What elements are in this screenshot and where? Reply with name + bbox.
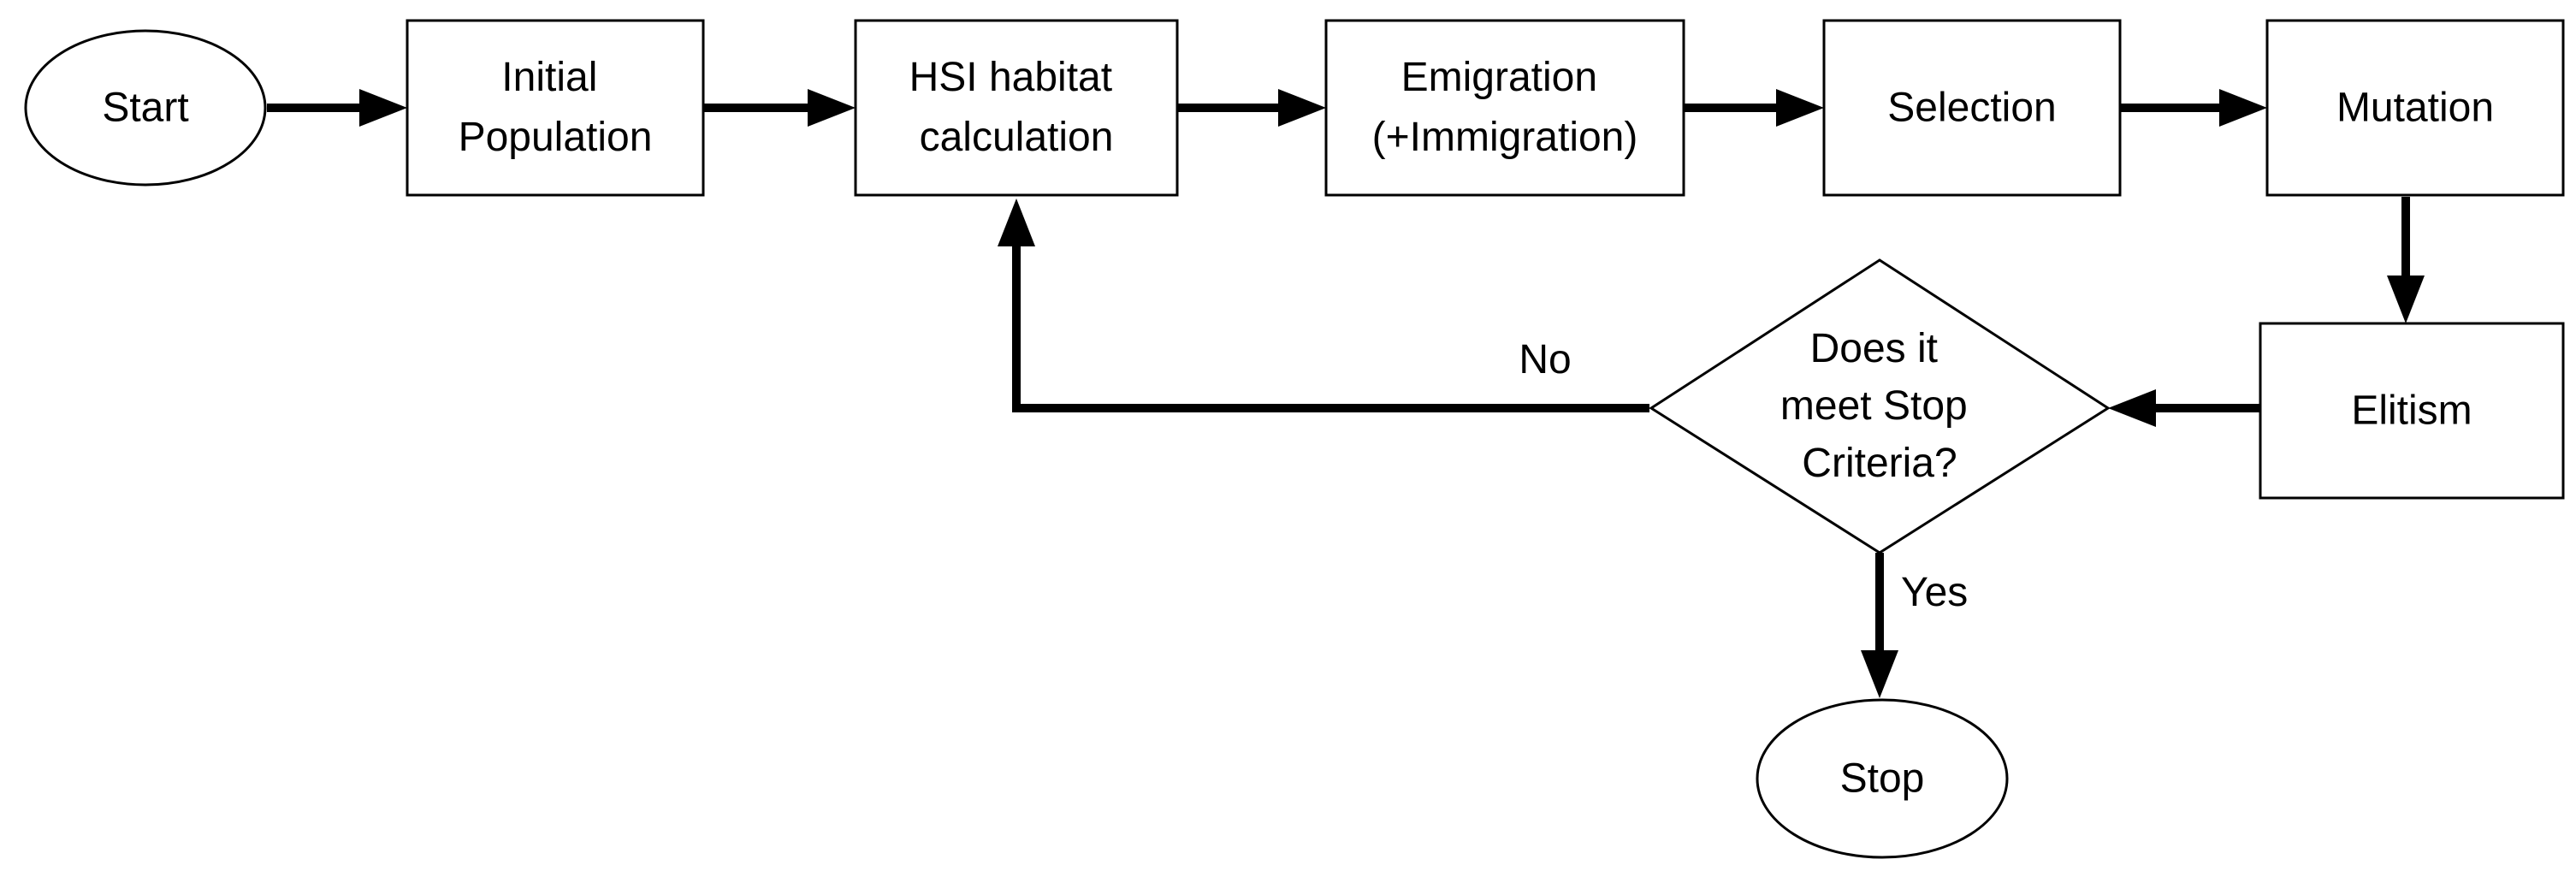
arrowhead (808, 89, 856, 127)
arrowhead (998, 199, 1035, 246)
emigration-node: Emigration (+Immigration) (1324, 19, 1685, 197)
arrowhead (2108, 389, 2156, 427)
elitism-node: Elitism (2259, 322, 2565, 500)
decision-label-line3: Criteria? (1802, 441, 1957, 486)
emigration-label-line1: Emigration (1401, 55, 1597, 100)
initial-population-label-line2: Population (459, 115, 653, 160)
elitism-label: Elitism (2351, 388, 2472, 434)
arrowhead (2387, 276, 2425, 323)
initial-population-node: Initial Population (406, 19, 705, 197)
start-label: Start (102, 86, 188, 131)
mutation-node: Mutation (2265, 19, 2565, 197)
svg-text:Emigration (+Immigration: Emigration (+Immigration) (1372, 55, 1638, 160)
arrowhead (1776, 89, 1824, 127)
emigration-label-line2: (+Immigration) (1372, 115, 1638, 160)
svg-text:Does it meet Stop: Does it meet Stop Criteria? (1780, 326, 1979, 486)
decision-label-line1: Does it (1810, 326, 1938, 371)
start-node: Start (24, 29, 267, 187)
selection-label: Selection (1887, 86, 2056, 131)
svg-text:HSI habitat calculation: HSI habitat calculation (909, 55, 1124, 160)
stop-node: Stop (1756, 698, 2009, 859)
hsi-calculation-label-line2: calculation (920, 115, 1114, 160)
yes-edge-label: Yes (1901, 570, 1968, 615)
edges (267, 89, 2425, 698)
decision-label-line2: meet Stop (1780, 383, 1968, 429)
no-edge-label: No (1519, 337, 1571, 382)
mutation-label: Mutation (2336, 86, 2494, 131)
arrowhead (359, 89, 407, 127)
initial-population-label-line1: Initial (501, 55, 597, 100)
selection-node: Selection (1822, 19, 2122, 197)
svg-text:Initial Population: Initial Population (459, 55, 653, 160)
arrowhead (1278, 89, 1326, 127)
decision-node: Does it meet Stop Criteria? (1649, 258, 2111, 554)
stop-label: Stop (1840, 756, 1925, 802)
arrowhead (2219, 89, 2267, 127)
hsi-calculation-label-line1: HSI habitat (909, 55, 1112, 100)
hsi-calculation-node: HSI habitat calculation (854, 19, 1179, 197)
edge-decision-no-to-hsi (1012, 246, 1649, 412)
arrowhead (1861, 650, 1898, 698)
